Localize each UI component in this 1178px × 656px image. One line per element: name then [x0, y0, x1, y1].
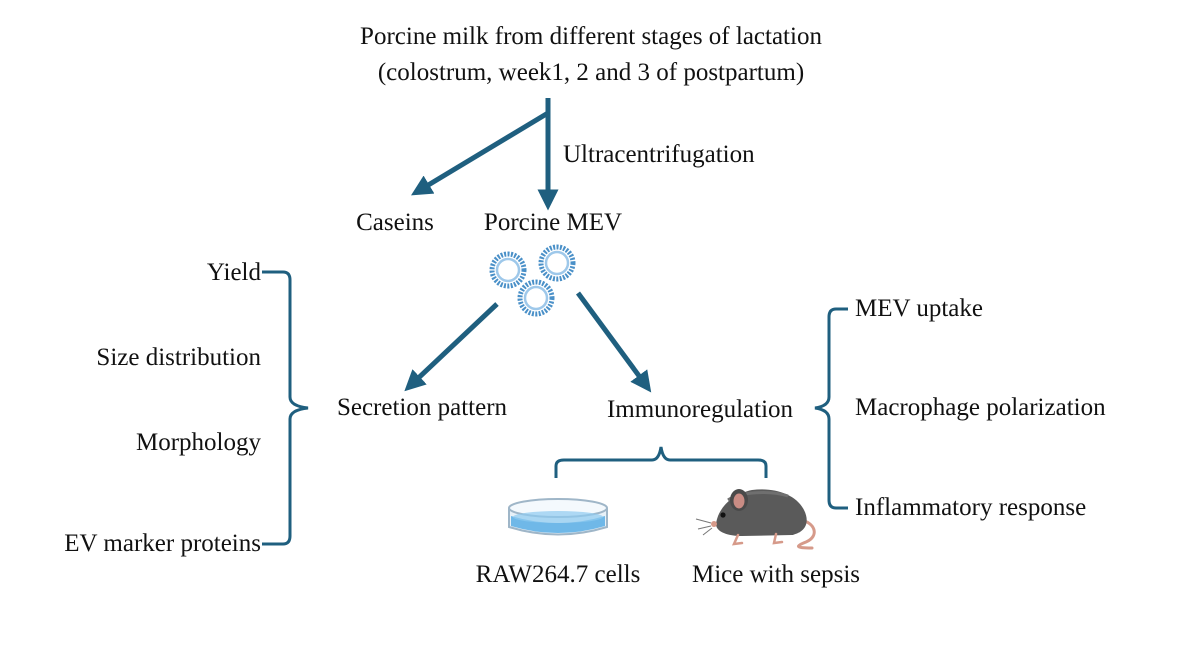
cells-label: RAW264.7 cells — [475, 561, 641, 588]
arrow-to-immuno — [575, 291, 652, 393]
title-line-1: Porcine milk from different stages of la… — [360, 23, 822, 50]
arrow-to-secretion — [404, 302, 499, 392]
process-label: Ultracentrifugation — [563, 141, 755, 168]
mice-label: Mice with sepsis — [691, 561, 861, 588]
immuno-item-inflammatory: Inflammatory response — [855, 494, 1087, 521]
secretion-item-ev-markers: EV marker proteins — [64, 530, 261, 557]
vesicle-icon — [489, 244, 576, 317]
models-bracket — [554, 446, 768, 478]
secretion-bracket — [262, 270, 309, 546]
arrow-to-caseins — [411, 110, 550, 196]
secretion-item-morphology: Morphology — [136, 429, 261, 456]
mev-label: Porcine MEV — [483, 209, 623, 236]
immunoregulation-label: Immunoregulation — [606, 396, 794, 423]
immuno-item-polarization: Macrophage polarization — [855, 394, 1106, 421]
secretion-item-yield: Yield — [206, 259, 261, 286]
caseins-label: Caseins — [356, 209, 434, 236]
immuno-item-uptake: MEV uptake — [855, 295, 983, 322]
petri-dish-icon — [508, 498, 608, 536]
mouse-icon — [695, 489, 816, 550]
immuno-bracket — [814, 307, 848, 510]
secretion-item-size: Size distribution — [96, 344, 261, 371]
secretion-pattern-label: Secretion pattern — [336, 394, 508, 421]
title-line-2: (colostrum, week1, 2 and 3 of postpartum… — [377, 59, 805, 86]
